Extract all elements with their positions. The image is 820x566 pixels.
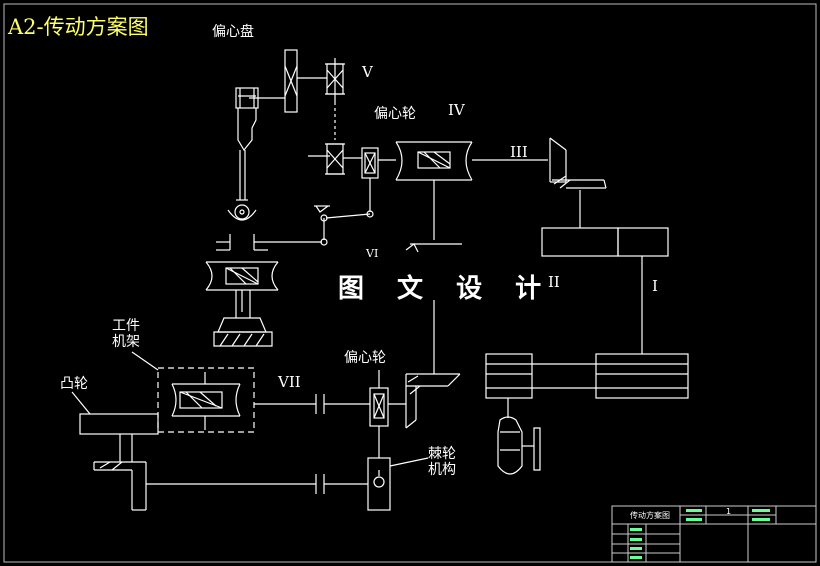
shaft-label-v: V [362, 63, 373, 81]
linkage [308, 143, 379, 246]
label-cam: 凸轮 [60, 376, 88, 392]
drawing-frame [3, 3, 817, 563]
workpiece-frame [131, 351, 255, 433]
label-mechanism: 机构 [428, 462, 456, 478]
motor [497, 416, 541, 475]
title-block-scale: 1 [726, 507, 732, 516]
label-frame: 机架 [112, 334, 140, 350]
shaft-label-vii: VII [278, 373, 301, 391]
lower-return-shaft [146, 474, 368, 494]
title-block-marks [630, 509, 770, 559]
label-ratchet: 棘轮 [428, 446, 456, 462]
shaft-vii [254, 394, 406, 414]
shaft-label-i: I [652, 277, 658, 295]
title-block [611, 505, 817, 563]
title-block-drawing-name: 传动方案图 [630, 511, 670, 520]
eccentric-wheel-lower [367, 370, 391, 511]
label-eccentric-wheel-bottom: 偏心轮 [344, 350, 386, 366]
vertical-gear-stack [205, 234, 322, 347]
drawing-title: A2-传动方案图 [8, 15, 149, 39]
watermark-text: 图 文 设 计 [338, 274, 554, 304]
shaft-label-vi: VI [366, 247, 379, 260]
label-eccentric-disc: 偏心盘 [212, 24, 254, 40]
crank-slider [227, 87, 259, 221]
shaft-label-iv: IV [448, 101, 465, 119]
bevel-gear-lower [405, 300, 461, 429]
leader-ratchet [389, 457, 429, 467]
shaft-label-iii: III [510, 143, 528, 161]
shaft-iv-gear [378, 141, 548, 253]
eccentric-disc [249, 49, 327, 113]
label-eccentric-wheel-top: 偏心轮 [374, 106, 416, 122]
bevel-gear-upper [549, 137, 607, 228]
cam [71, 391, 159, 511]
shaft-v-bearing [325, 58, 345, 140]
belt-drive [485, 353, 689, 418]
label-workpiece: 工件 [112, 318, 140, 334]
shaft-label-ii: II [548, 273, 560, 291]
gearbox [541, 227, 669, 354]
